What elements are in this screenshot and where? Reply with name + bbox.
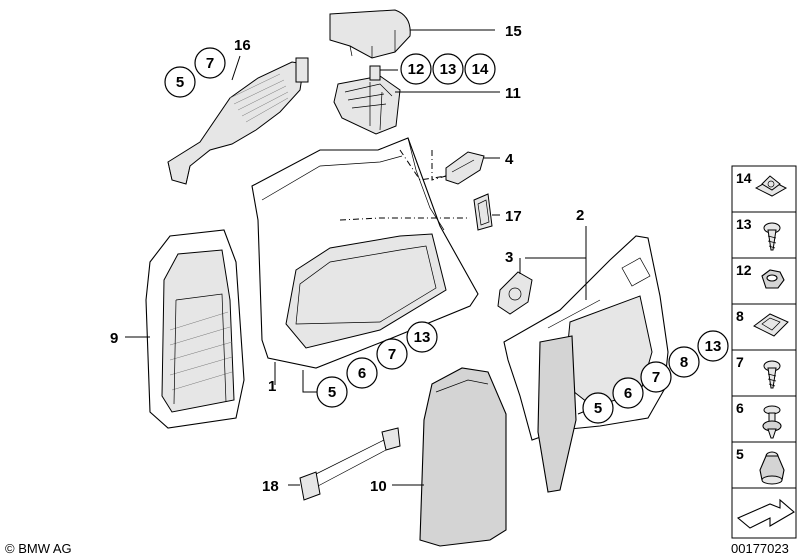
callout-18: 18 (262, 478, 279, 495)
copyright-label: © BMW AG (5, 541, 72, 556)
legend-panel: 14 13 12 8 7 6 5 (731, 165, 797, 539)
legend-label-6: 6 (736, 400, 744, 416)
part-16-upper-trim[interactable] (167, 57, 309, 185)
svg-text:13: 13 (705, 338, 722, 355)
svg-text:14: 14 (472, 61, 489, 78)
part-1-side-trim[interactable] (251, 137, 479, 369)
legend-label-14: 14 (736, 170, 752, 186)
legend-label-12: 12 (736, 262, 752, 278)
svg-text:6: 6 (358, 365, 366, 382)
callout-11: 11 (505, 85, 521, 102)
expanding-rivet-icon (762, 405, 782, 439)
svg-text:7: 7 (652, 369, 660, 386)
svg-text:5: 5 (176, 74, 184, 91)
direction-arrow-icon (736, 498, 795, 529)
callout-10: 10 (370, 478, 387, 495)
screw-icon (763, 222, 781, 251)
svg-text:7: 7 (206, 55, 214, 72)
svg-text:12: 12 (408, 61, 425, 78)
spring-clip-icon (753, 313, 789, 337)
callout-9: 9 (110, 330, 118, 347)
svg-text:7: 7 (388, 346, 396, 363)
callout-17: 17 (505, 208, 522, 225)
svg-text:13: 13 (414, 329, 431, 346)
callout-16: 16 (234, 37, 251, 54)
svg-text:5: 5 (328, 384, 336, 401)
circles-group-1: 5 6 7 13 (316, 321, 438, 408)
hex-nut-icon (761, 269, 785, 289)
svg-text:8: 8 (680, 354, 688, 371)
circles-group-2: 5 6 7 8 13 (582, 330, 729, 424)
callout-15: 15 (505, 23, 522, 40)
legend-label-8: 8 (736, 308, 744, 324)
circles-group-16: 5 7 (164, 47, 226, 98)
callout-1: 1 (268, 378, 276, 395)
part-9-side-panel[interactable] (145, 229, 245, 429)
clip-nut-icon (754, 175, 788, 197)
callout-2: 2 (576, 207, 584, 224)
screw-icon-2 (763, 360, 781, 389)
callout-4: 4 (505, 151, 514, 168)
callout-3: 3 (505, 249, 513, 266)
legend-label-5: 5 (736, 446, 744, 462)
part-4-handle[interactable] (445, 151, 485, 185)
plastic-nut-icon (759, 451, 785, 485)
svg-text:5: 5 (594, 400, 602, 417)
svg-text:13: 13 (440, 61, 457, 78)
part-3-clip[interactable] (497, 271, 533, 315)
part-17-cover[interactable] (473, 193, 493, 231)
circles-group-11: 12 13 14 (400, 53, 496, 85)
part-10-lower-cover[interactable] (419, 367, 507, 547)
part-15-cover[interactable] (329, 9, 411, 59)
svg-text:6: 6 (624, 385, 632, 402)
part-18-strap[interactable] (299, 427, 401, 501)
diagram-id-label: 00177023 (731, 541, 789, 556)
legend-label-7: 7 (736, 354, 744, 370)
legend-label-13: 13 (736, 216, 752, 232)
part-11-bracket[interactable] (333, 65, 401, 135)
